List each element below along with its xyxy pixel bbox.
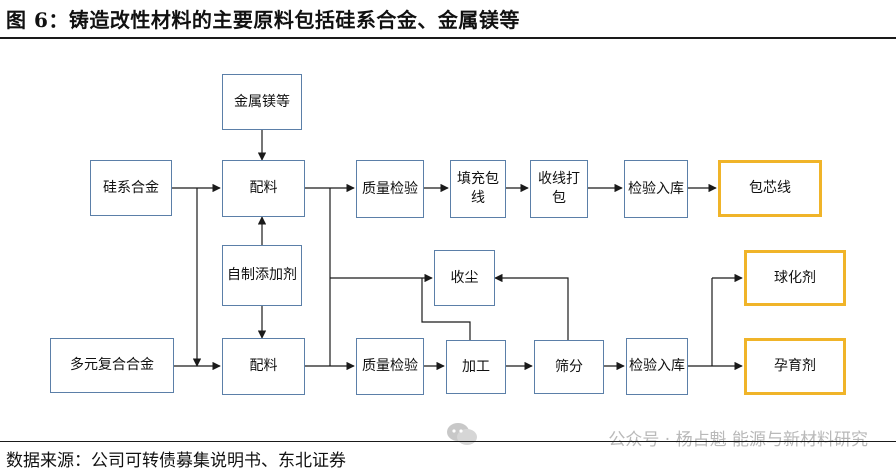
figure-title: 图 6：铸造改性材料的主要原料包括硅系合金、金属镁等: [6, 8, 520, 32]
node-multi-alloy: 多元复合合金: [50, 338, 174, 393]
node-batching-top: 配料: [222, 160, 305, 217]
node-dust: 收尘: [434, 250, 495, 306]
arrow-screening-to-dust: [494, 273, 569, 340]
node-filling: 填充包线: [450, 160, 506, 218]
wechat-icon: [447, 423, 477, 445]
node-batching-bottom: 配料: [222, 338, 305, 395]
node-inoculant: 孕育剂: [744, 338, 846, 395]
footer-rule: [0, 441, 896, 442]
line-processing-to-dust: [421, 278, 471, 340]
node-cored-wire: 包芯线: [718, 160, 822, 217]
node-coiling: 收线打包: [530, 160, 588, 218]
node-processing: 加工: [446, 340, 506, 394]
node-si-alloy: 硅系合金: [90, 160, 172, 216]
source-note: 数据来源：公司可转债募集说明书、东北证券: [6, 451, 346, 471]
node-inspect-bottom: 检验入库: [626, 338, 688, 395]
node-qc-bottom: 质量检验: [356, 338, 424, 395]
watermark: 公众号 · 杨占魁 能源与新材料研究: [608, 430, 868, 450]
node-nodulizer: 球化剂: [744, 250, 846, 306]
node-qc-top: 质量检验: [356, 160, 424, 218]
node-self-additive: 自制添加剂: [222, 245, 302, 306]
node-metal-mg: 金属镁等: [222, 74, 302, 130]
node-screening: 筛分: [534, 340, 604, 394]
title-underline: [0, 37, 896, 39]
node-inspect-top: 检验入库: [624, 160, 688, 218]
